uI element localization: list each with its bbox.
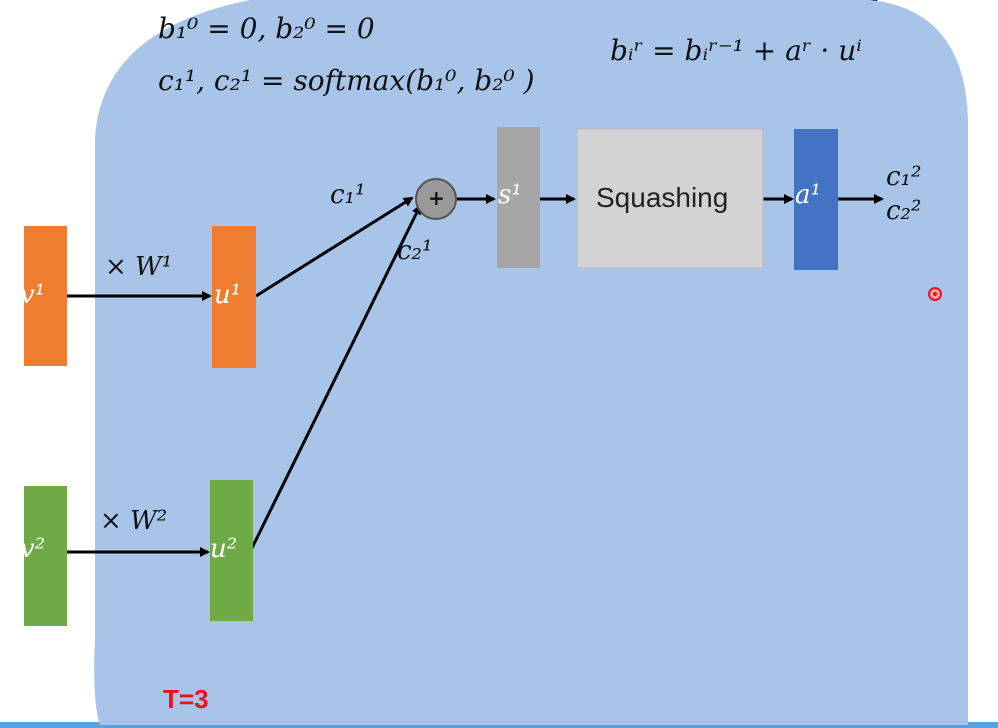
label-v2: v²	[20, 534, 46, 564]
label-u1: u¹	[214, 280, 242, 310]
label-c21: c₂¹	[397, 236, 433, 266]
cursor-dot-center	[933, 292, 937, 296]
equation-init-c: c₁¹, c₂¹ = softmax(b₁⁰, b₂⁰ )	[158, 64, 535, 97]
label-u2: u²	[210, 534, 238, 564]
label-v1: v¹	[20, 280, 46, 310]
label-w2: × W²	[100, 506, 168, 536]
label-c11: c₁¹	[330, 180, 366, 210]
sum-node	[415, 178, 457, 220]
label-a1: a¹	[795, 180, 821, 210]
node-u2	[210, 480, 253, 621]
node-squashing	[576, 128, 764, 269]
node-a1	[794, 129, 838, 270]
arrow-u1-sum	[255, 196, 414, 298]
node-s1	[497, 127, 540, 268]
label-s1: s¹	[498, 180, 522, 210]
equation-init-b: b₁⁰ = 0, b₂⁰ = 0	[158, 12, 375, 45]
iteration-label: T=3	[163, 684, 209, 714]
plus-sign: +	[428, 186, 445, 210]
label-out-c2: c₂²	[886, 196, 922, 226]
node-v1	[24, 226, 67, 366]
node-v2	[24, 486, 67, 626]
arrow-u2-sum	[248, 204, 422, 553]
equation-update: bᵢʳ = bᵢʳ⁻¹ + aʳ · uⁱ	[610, 34, 862, 67]
label-out-c1: c₁²	[886, 162, 922, 192]
label-squashing: Squashing	[596, 182, 729, 213]
node-u1	[212, 226, 256, 368]
label-w1: × W¹	[105, 252, 173, 282]
